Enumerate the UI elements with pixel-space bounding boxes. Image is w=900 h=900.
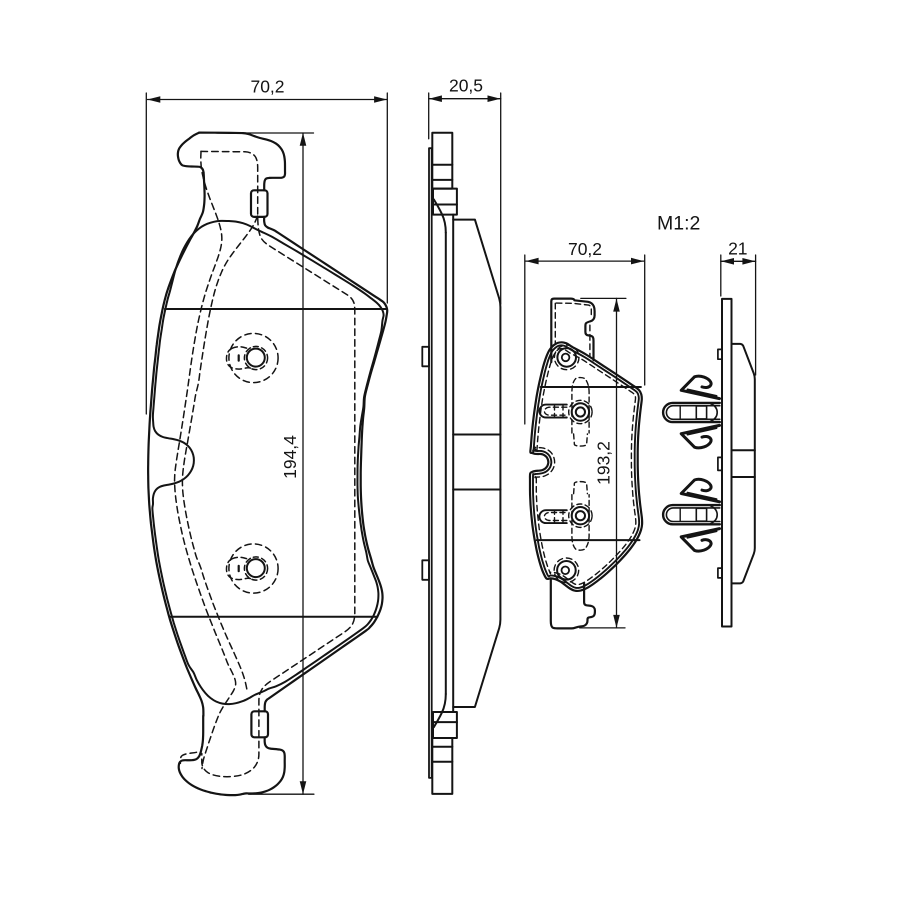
svg-text:70,2: 70,2	[568, 239, 602, 259]
svg-text:20,5: 20,5	[449, 76, 483, 96]
svg-text:M1:2: M1:2	[657, 213, 700, 235]
svg-text:194,4: 194,4	[280, 435, 300, 479]
svg-text:21: 21	[728, 239, 747, 259]
svg-text:70,2: 70,2	[250, 77, 284, 97]
svg-text:193,2: 193,2	[594, 441, 614, 485]
